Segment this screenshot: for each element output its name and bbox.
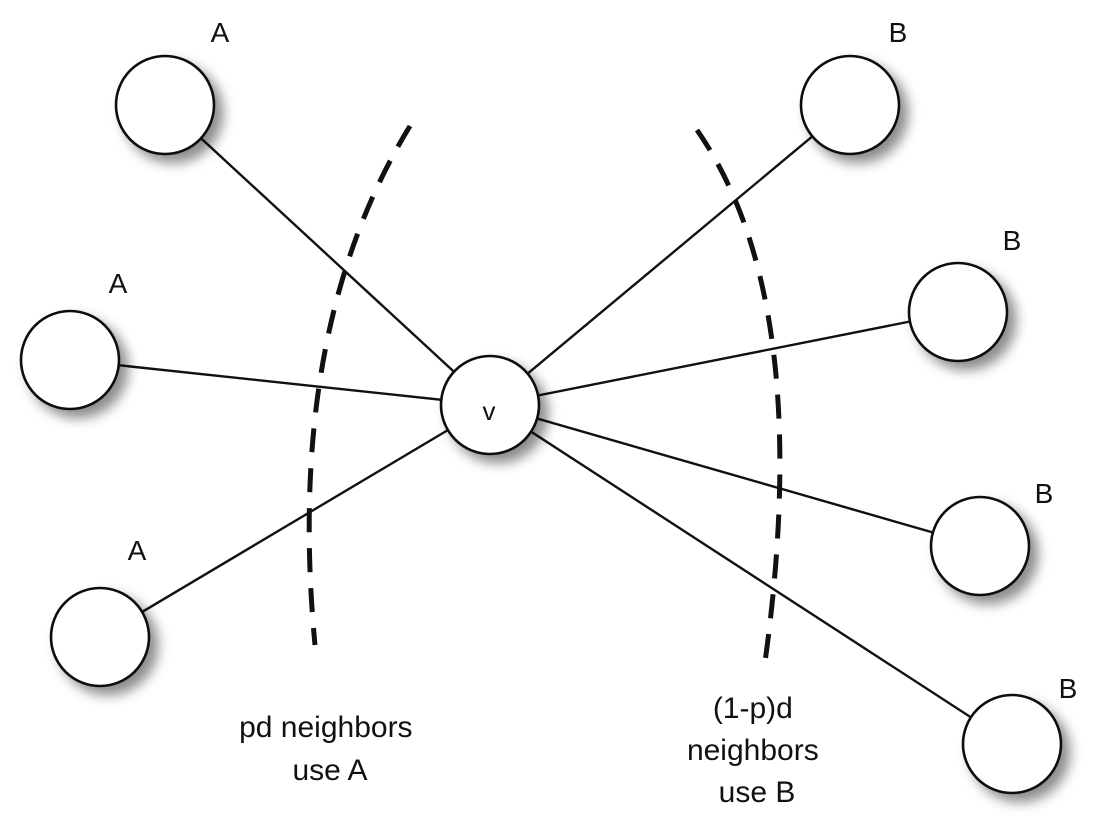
- edge-v-b4: [489, 403, 1013, 746]
- node-b4: B: [961, 673, 1078, 795]
- edge-v-a3: [99, 403, 491, 639]
- node-a3-circle: [49, 586, 151, 688]
- right-caption-line-3: use B: [719, 776, 796, 809]
- node-b1-circle: [799, 54, 901, 156]
- node-b3: B: [929, 478, 1054, 597]
- node-a3: A: [49, 535, 151, 688]
- node-b2-circle: [907, 261, 1009, 363]
- edges: [69, 104, 1013, 746]
- center-node: v: [439, 354, 541, 456]
- right-caption-line-2: neighbors: [687, 734, 819, 767]
- node-a1-label: A: [211, 17, 230, 48]
- edge-v-b3: [489, 403, 981, 548]
- node-b4-circle: [961, 693, 1063, 795]
- edge-v-b2: [489, 310, 959, 407]
- left-caption: pd neighbors use A: [239, 711, 421, 787]
- edge-v-b1: [489, 104, 851, 406]
- center-node-label: v: [483, 396, 496, 426]
- node-a1-circle: [114, 54, 216, 156]
- edge-v-a2: [69, 358, 491, 407]
- node-a1: A: [114, 17, 230, 156]
- node-a3-label: A: [128, 535, 147, 566]
- node-b2: B: [907, 225, 1022, 363]
- node-b1-label: B: [889, 17, 908, 48]
- node-a2: A: [19, 268, 128, 411]
- center-node-circle: [439, 354, 541, 456]
- node-b2-label: B: [1003, 225, 1022, 256]
- node-a2-label: A: [109, 268, 128, 299]
- left-dashed-boundary: [306, 124, 413, 646]
- right-caption-line-1: (1-p)d: [713, 692, 793, 725]
- node-b3-label: B: [1035, 478, 1054, 509]
- node-b3-circle: [929, 495, 1031, 597]
- node-b1: B: [799, 17, 908, 156]
- node-a2-circle: [19, 309, 121, 411]
- left-caption-line-2: use A: [292, 754, 367, 787]
- left-caption-line-1: pd neighbors: [239, 711, 412, 744]
- right-caption: (1-p)d neighbors use B: [687, 692, 827, 809]
- right-dashed-boundary: [694, 128, 783, 663]
- node-b4-label: B: [1059, 673, 1078, 704]
- edge-v-a1: [164, 104, 491, 406]
